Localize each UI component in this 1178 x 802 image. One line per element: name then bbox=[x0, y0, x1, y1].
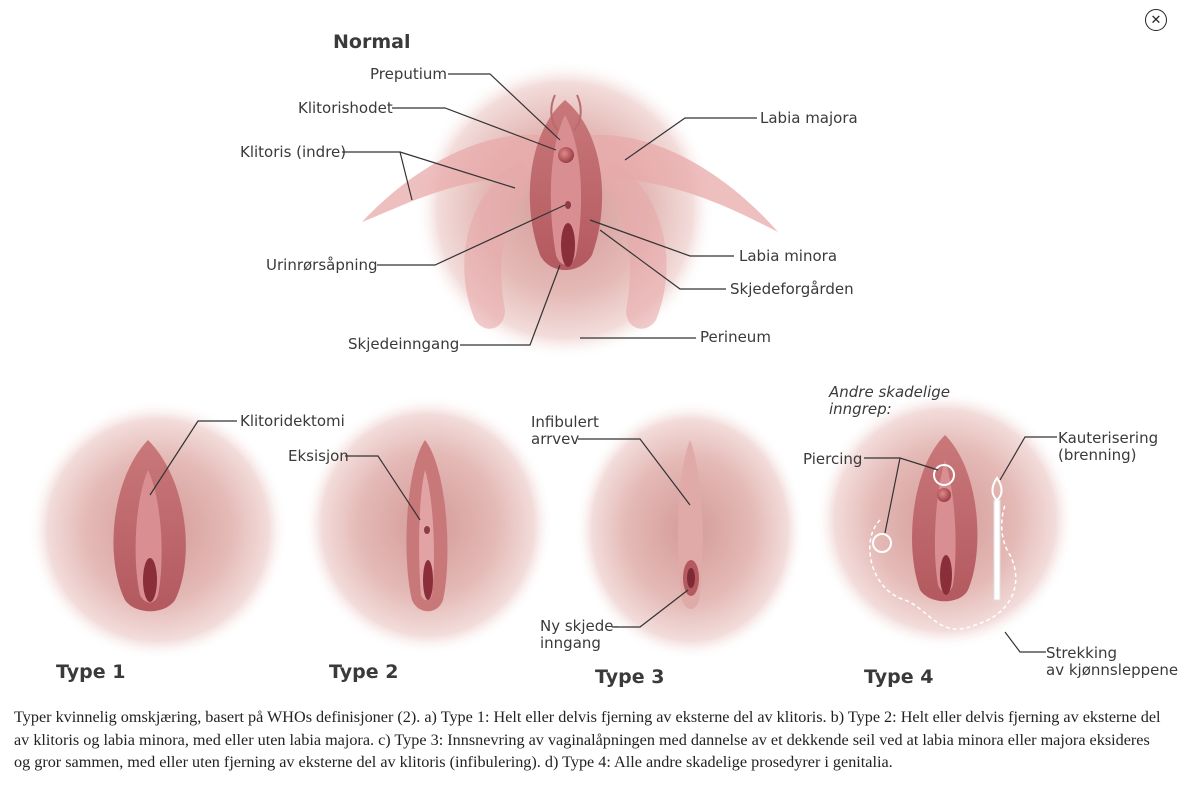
label-strekking: Strekking bbox=[1046, 644, 1118, 662]
label-labia-majora: Labia majora bbox=[760, 109, 858, 127]
label-piercing: Piercing bbox=[803, 450, 863, 468]
type1-leader bbox=[149, 420, 237, 496]
label-perineum: Perineum bbox=[700, 328, 771, 346]
type3-leaders bbox=[578, 438, 691, 628]
type4-leaders bbox=[864, 436, 1057, 653]
normal-title: Normal bbox=[333, 31, 411, 53]
close-icon: ✕ bbox=[1150, 12, 1162, 28]
type1-title: Type 1 bbox=[56, 661, 126, 683]
label-av-kjonnsleppene: av kjønnsleppene bbox=[1046, 661, 1178, 679]
normal-leader-lines bbox=[342, 73, 757, 346]
label-klitoridektomi: Klitoridektomi bbox=[240, 412, 345, 430]
type2-title: Type 2 bbox=[329, 661, 399, 683]
label-ny-skjede: Ny skjede- bbox=[540, 617, 619, 635]
type3-title: Type 3 bbox=[595, 666, 665, 688]
anatomy-figure bbox=[28, 60, 1075, 660]
type4-title: Type 4 bbox=[864, 666, 934, 688]
label-kauterisering: Kauterisering bbox=[1058, 429, 1159, 447]
label-klitorishodet: Klitorishodet bbox=[298, 99, 393, 117]
label-skjedeinngang: Skjedeinngang bbox=[348, 335, 460, 353]
label-eksisjon: Eksisjon bbox=[288, 447, 349, 465]
label-preputium: Preputium bbox=[370, 65, 448, 83]
close-button[interactable]: ✕ bbox=[1145, 9, 1167, 31]
label-klitoris-indre: Klitoris (indre) bbox=[240, 143, 347, 161]
label-urinroersapning: Urinrørsåpning bbox=[266, 256, 378, 274]
label-inngrep: inngrep: bbox=[829, 400, 892, 418]
label-arrvev: arrvev bbox=[531, 430, 580, 448]
type4-illustration bbox=[815, 390, 1075, 650]
type2-illustration bbox=[303, 395, 553, 655]
label-inngang: inngang bbox=[540, 634, 601, 652]
label-labia-minora: Labia minora bbox=[739, 247, 838, 265]
type1-illustration bbox=[28, 400, 288, 660]
label-andre-skadelige: Andre skadelige bbox=[829, 383, 950, 401]
figure-caption: Typer kvinnelig omskjæring, basert på WH… bbox=[14, 708, 1161, 771]
type3-illustration bbox=[575, 400, 805, 660]
type2-leader bbox=[345, 455, 421, 521]
normal-illustration bbox=[362, 60, 778, 360]
label-infibulert: Infibulert bbox=[531, 413, 599, 431]
label-brenning: (brenning) bbox=[1058, 446, 1137, 464]
label-skjedeforgarden: Skjedeforgården bbox=[730, 280, 854, 298]
